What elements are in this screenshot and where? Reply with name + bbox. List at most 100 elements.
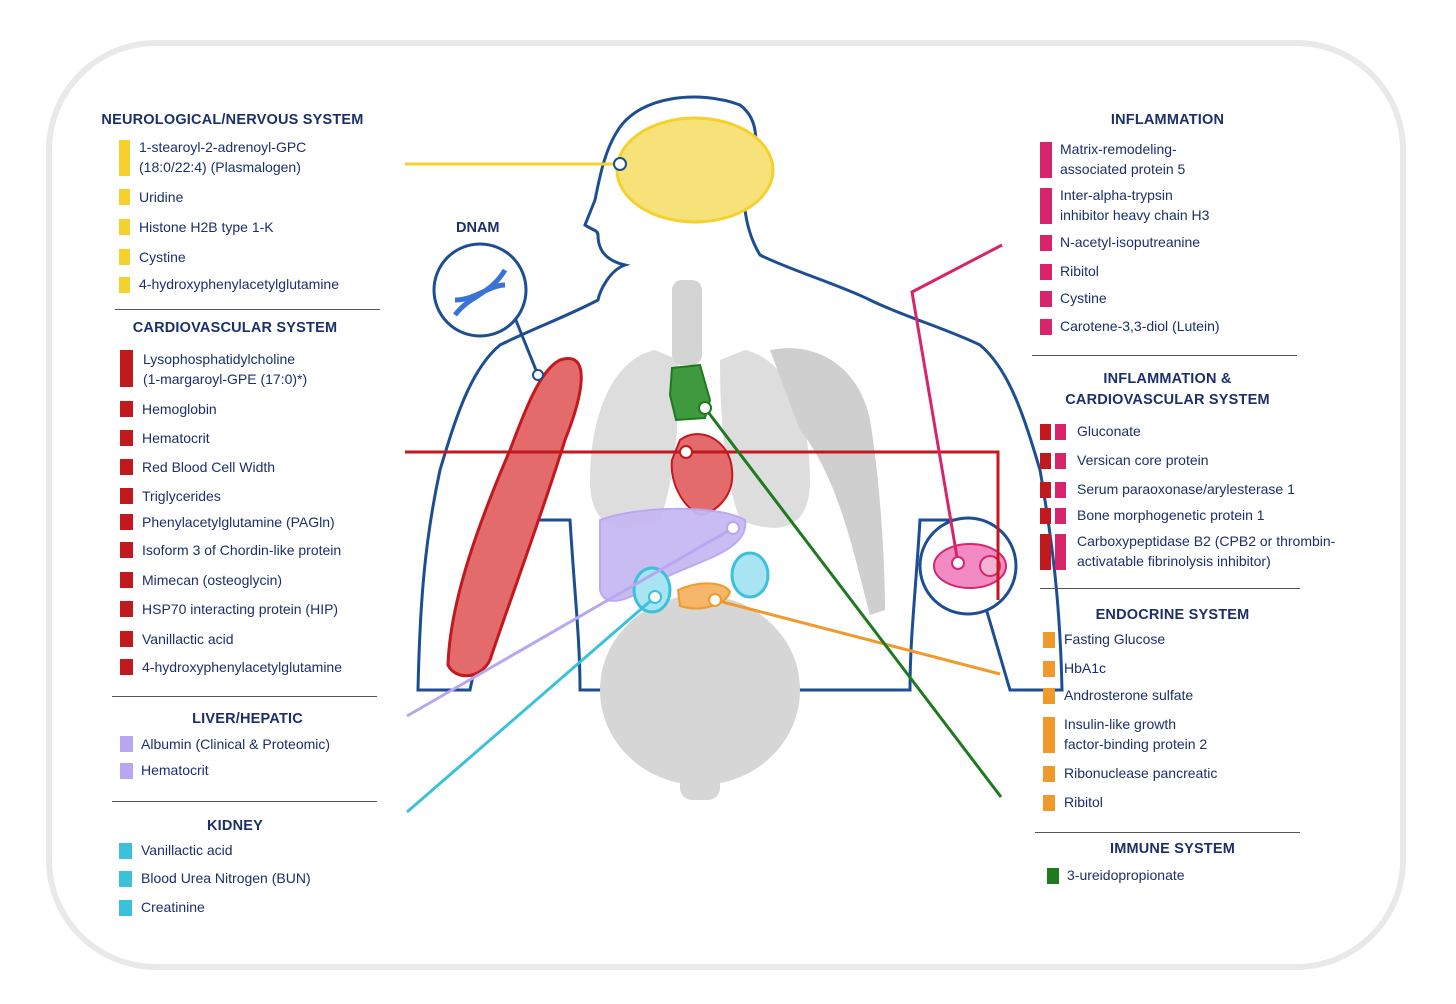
cardio-swatch	[1040, 453, 1051, 469]
inflam-cardio-item: Serum paraoxonase/arylesterase 1	[1077, 481, 1295, 497]
inflammation-item: Ribitol	[1060, 263, 1099, 279]
neuro-swatch	[119, 219, 130, 235]
endocrine-swatch	[1043, 632, 1055, 648]
cardio-item: 4-hydroxyphenylacetylglutamine	[142, 659, 342, 675]
anchor-vessel	[951, 556, 965, 570]
cardio-swatch	[120, 601, 133, 617]
intestines	[600, 595, 800, 785]
brain	[615, 116, 775, 224]
cardio-swatch	[1040, 482, 1051, 498]
inflammation-swatch	[1040, 264, 1052, 280]
cardio-item: Triglycerides	[142, 488, 221, 504]
liver-swatch	[120, 763, 133, 779]
dnam-lens-pointer	[513, 317, 540, 376]
endocrine-item: factor-binding protein 2	[1064, 736, 1208, 752]
inflammation-item: N-acetyl-isoputreanine	[1060, 234, 1201, 250]
cardio-connector	[405, 450, 1000, 600]
liver-item: Hematocrit	[141, 762, 209, 778]
cardio-item: Red Blood Cell Width	[142, 459, 276, 475]
cardio-swatch	[120, 631, 133, 647]
kidney-swatch	[119, 900, 132, 916]
cardio-item: Vanillactic acid	[142, 631, 234, 647]
cardio-item: Phenylacetylglutamine (PAGln)	[142, 514, 335, 530]
inflam-cardio-item: Carboxypeptidase B2 (CPB2 or thrombin-	[1077, 533, 1336, 549]
inflammation-item: inhibitor heavy chain H3	[1060, 207, 1210, 223]
inflammation-item: Matrix-remodeling-	[1060, 141, 1177, 157]
immune-connector	[703, 407, 1003, 798]
cardio-swatch	[120, 542, 133, 558]
section-divider	[115, 309, 380, 310]
liver-item: Albumin (Clinical & Proteomic)	[141, 736, 331, 752]
endocrine-swatch	[1043, 766, 1055, 782]
cardio-swatch	[120, 572, 133, 588]
neuro-swatch	[119, 140, 130, 176]
anchor-thymus	[698, 401, 712, 415]
neuro-item: Histone H2B type 1-K	[139, 219, 274, 235]
inflammation-swatch	[1040, 291, 1052, 307]
inflammation-title: INFLAMMATION	[1110, 112, 1225, 128]
neuro-item: (18:0/22:4) (Plasmalogen)	[139, 159, 301, 175]
liver-connector	[406, 526, 734, 718]
anchor-heart	[679, 445, 693, 459]
cardio-item: Hematocrit	[142, 430, 210, 446]
cardio-swatch	[120, 350, 133, 387]
immune-item: 3-ureidopropionate	[1067, 867, 1185, 883]
arm-vessels	[446, 357, 583, 678]
vessel-icon	[933, 543, 1007, 589]
inflammation-swatch	[1055, 534, 1066, 570]
lungs	[590, 350, 810, 528]
inflammation-swatch	[1040, 235, 1052, 251]
endocrine-item: Ribonuclease pancreatic	[1064, 765, 1218, 781]
cardio-title: CARDIOVASCULAR SYSTEM	[132, 320, 338, 336]
cardio-item: Mimecan (osteoglycin)	[142, 572, 283, 588]
inflam-cardio-item: Gluconate	[1077, 423, 1141, 439]
dnam-label: DNAM	[456, 220, 500, 236]
neuro-item: Uridine	[139, 189, 184, 205]
rounded-frame	[46, 40, 1406, 970]
neuro-item: 4-hydroxyphenylacetylglutamine	[139, 276, 339, 292]
endocrine-item: Fasting Glucose	[1064, 631, 1166, 647]
inflammation-swatch	[1055, 508, 1066, 524]
endocrine-swatch	[1043, 717, 1055, 753]
cardio-swatch	[120, 401, 133, 417]
inflammation-swatch	[1055, 424, 1066, 440]
colon	[680, 750, 720, 800]
immune-swatch	[1047, 868, 1059, 884]
inflammation-item: associated protein 5	[1060, 161, 1186, 177]
anchor-pancreas	[708, 593, 722, 607]
endocrine-item: Ribitol	[1064, 794, 1103, 810]
body-outline	[416, 95, 1064, 692]
arm-muscle	[770, 348, 885, 615]
inflammation-connector	[910, 243, 1003, 564]
kidney-swatch	[119, 871, 132, 887]
kidney-item: Vanillactic acid	[141, 842, 233, 858]
inflammation-swatch	[1040, 142, 1052, 178]
endocrine-title: ENDOCRINE SYSTEM	[1095, 607, 1250, 623]
cardio-swatch	[120, 659, 133, 675]
kidney-item: Creatinine	[141, 899, 205, 915]
endocrine-item: Insulin-like growth	[1064, 716, 1177, 732]
inflam-cardio-item: activatable fibrinolysis inhibitor)	[1077, 553, 1271, 569]
kidney-title: KIDNEY	[207, 818, 263, 834]
inflam-cardio-title-line2: CARDIOVASCULAR SYSTEM	[1065, 392, 1270, 408]
cardio-swatch	[120, 488, 133, 504]
liver-swatch	[120, 736, 133, 752]
kidney-connector	[406, 595, 656, 814]
inflam-cardio-title-line1: INFLAMMATION &	[1103, 371, 1232, 387]
cardio-swatch	[1040, 534, 1051, 570]
liver-title: LIVER/HEPATIC	[192, 711, 303, 727]
inflammation-swatch	[1055, 453, 1066, 469]
endocrine-swatch	[1043, 688, 1055, 704]
inflam-cardio-title: INFLAMMATION & CARDIOVASCULAR SYSTEM	[1035, 369, 1300, 411]
neuro-swatch	[119, 277, 130, 293]
endocrine-item: HbA1c	[1064, 660, 1107, 676]
kidney-swatch	[119, 843, 132, 859]
anchor-arm	[532, 369, 544, 381]
neuro-swatch	[119, 189, 130, 205]
neuro-item: Cystine	[139, 249, 186, 265]
section-divider	[1032, 355, 1297, 356]
endocrine-item: Androsterone sulfate	[1064, 687, 1194, 703]
kidney-item: Blood Urea Nitrogen (BUN)	[141, 870, 311, 886]
vessel-lumen	[979, 555, 1001, 577]
